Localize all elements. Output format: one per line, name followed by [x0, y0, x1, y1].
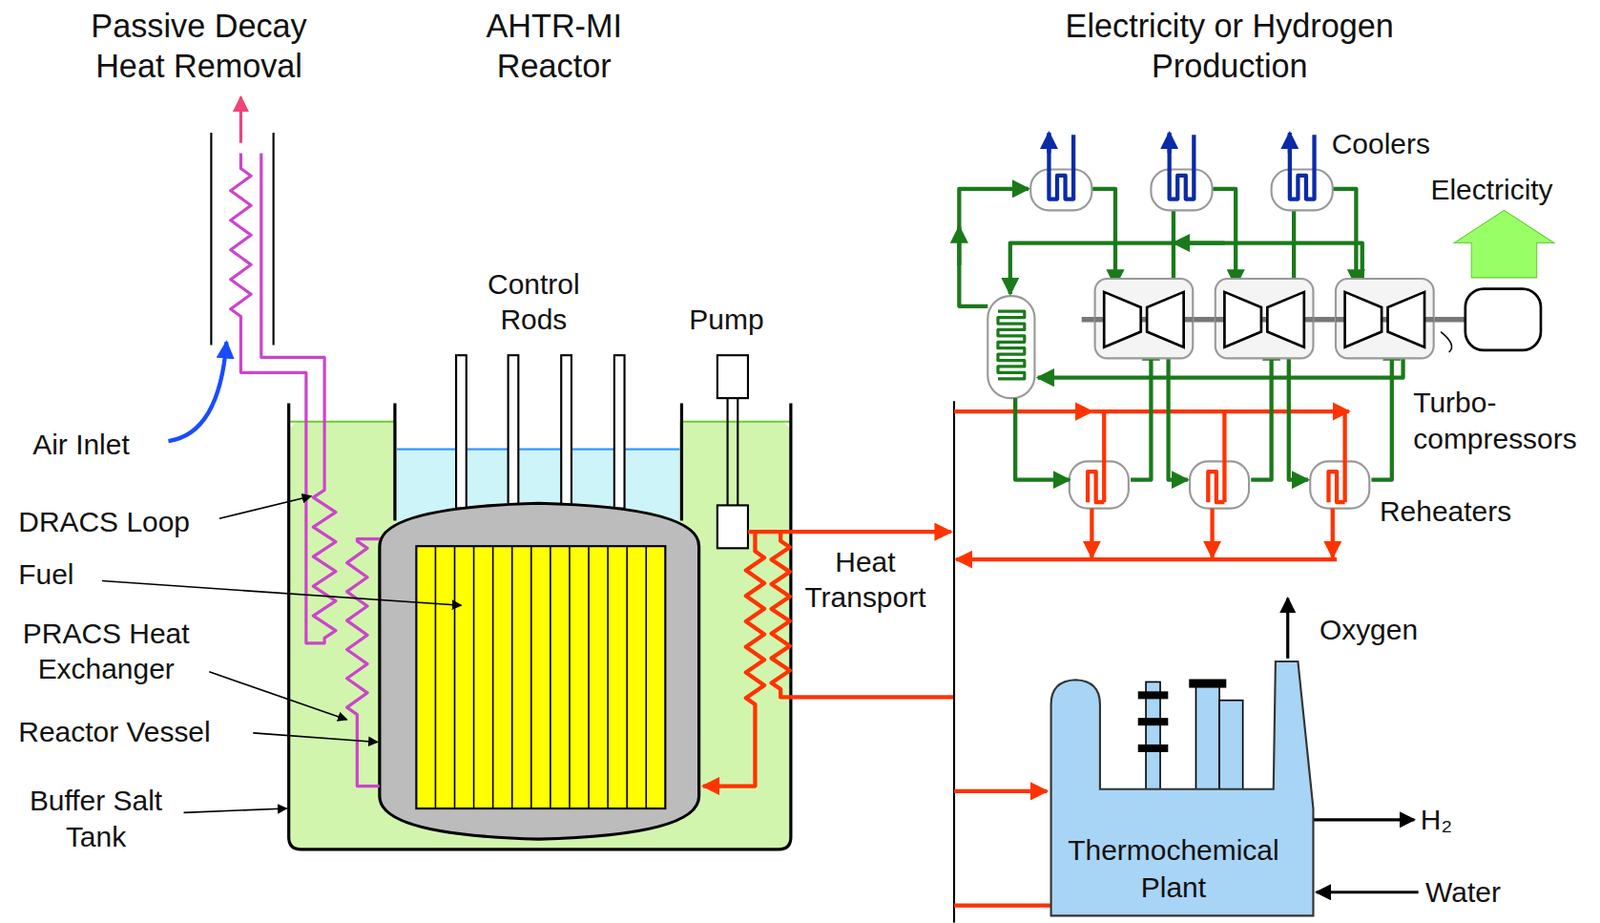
pump-casing	[717, 504, 749, 548]
part-label: AHTR-MI Reactor	[452, 4, 657, 87]
part-label: Turbo-compressors	[1412, 384, 1592, 457]
salt-surface	[681, 420, 790, 423]
plant-building: Thermochemical Plant	[1045, 652, 1316, 920]
plant-towers	[1139, 679, 1244, 790]
pool-gap	[396, 419, 680, 450]
fuel-rods	[435, 545, 646, 809]
part-label: Air Inlet	[32, 427, 130, 463]
heat-supply-line	[954, 789, 1047, 793]
chimney-wall	[272, 132, 275, 345]
part-label: Electricity	[1430, 171, 1553, 208]
part-label: Passive Decay Heat Removal	[76, 4, 322, 87]
part-label: Pump	[688, 301, 764, 337]
hydrogen-arrow	[1312, 817, 1414, 821]
part-label: Coolers	[1331, 125, 1431, 162]
hot-air-arrow	[239, 97, 243, 144]
pool-surface	[396, 448, 680, 451]
part-label: Electricity or Hydrogen Production	[1025, 4, 1434, 87]
part-label: Heat Transport	[789, 543, 942, 616]
part-label: PRACS Heat Exchanger	[3, 615, 208, 687]
fuel-core	[415, 545, 665, 809]
reactor-vessel	[379, 502, 700, 839]
node-label: Thermochemical Plant	[1059, 831, 1289, 907]
pump	[717, 354, 749, 505]
tank-inner-wall	[680, 402, 684, 520]
buffer-salt	[289, 421, 791, 850]
control-rods	[456, 354, 624, 508]
part-label: Water	[1425, 873, 1501, 910]
tank-wall	[289, 402, 791, 849]
part-label: Reactor Vessel	[18, 713, 210, 749]
heat-return-line	[954, 903, 1052, 908]
chimney-wall	[209, 132, 212, 345]
air-inlet-arrow	[167, 341, 227, 441]
part-label: Oxygen	[1319, 611, 1418, 647]
part-label: Control Rods	[467, 266, 601, 338]
water-arrow	[1316, 890, 1419, 894]
part-label: Buffer Salt Tank	[3, 782, 188, 854]
oxygen-arrow	[1286, 598, 1289, 659]
coolant-loops	[230, 152, 955, 786]
part-label: Fuel	[18, 556, 74, 592]
tank-inner-wall	[393, 402, 396, 520]
power-cycle	[954, 132, 1555, 560]
site-boundary	[953, 400, 956, 923]
part-label: Reheaters	[1379, 493, 1512, 529]
part-label: DRACS Loop	[18, 503, 190, 540]
part-label: H₂	[1420, 801, 1453, 837]
